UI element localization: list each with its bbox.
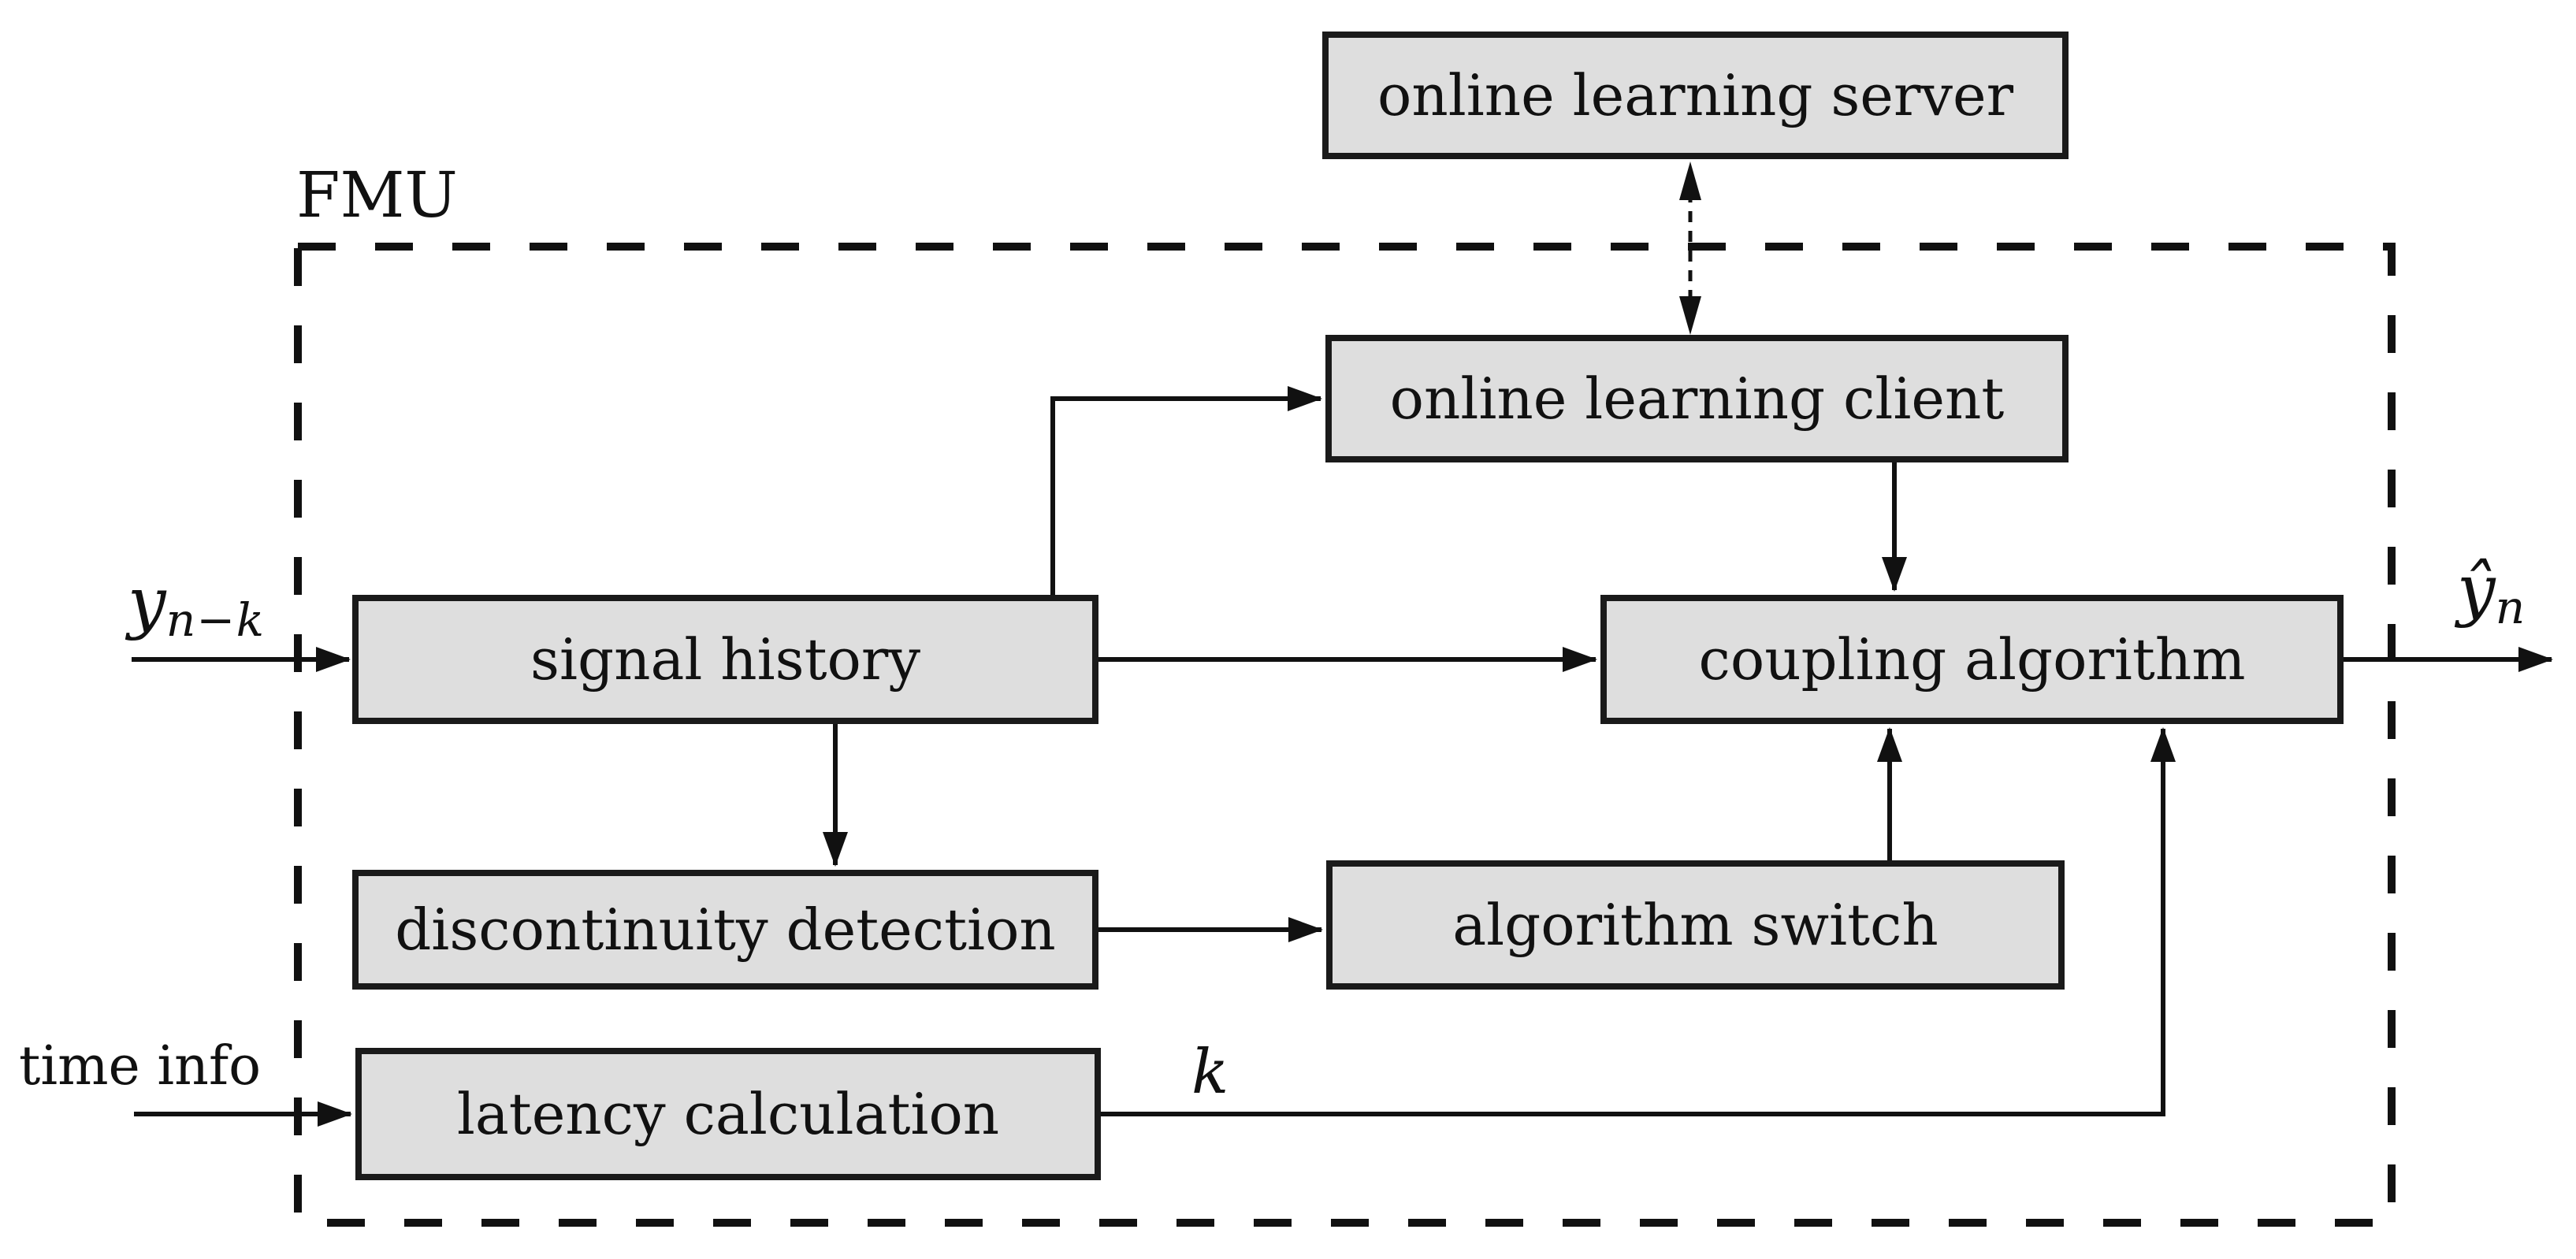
fmu-region-label: FMU [296,158,458,232]
box-algorithm-switch-label: algorithm switch [1452,892,1939,958]
box-latency-calculation: latency calculation [355,1048,1101,1180]
arrow-latency-k-to-coupling [1101,727,2176,1116]
box-latency-calculation-label: latency calculation [456,1081,1000,1147]
box-online-learning-server: online learning server [1322,32,2069,159]
fmu-dashed-boundary [294,243,2396,1227]
box-discontinuity-detection: discontinuity detection [352,870,1098,990]
output-signal-subscript: n [2495,580,2526,634]
input-signal-subscript: n−k [165,592,266,647]
box-online-learning-server-label: online learning server [1377,62,2014,128]
arrowhead-down-to-client [1679,296,1701,335]
box-coupling-algorithm: coupling algorithm [1600,595,2344,724]
box-online-learning-client: online learning client [1325,335,2069,462]
input-signal-label: yn−k [128,569,265,643]
box-discontinuity-detection-label: discontinuity detection [395,897,1056,963]
box-signal-history-label: signal history [530,626,920,693]
box-coupling-algorithm-label: coupling algorithm [1698,626,2246,693]
box-algorithm-switch: algorithm switch [1326,860,2065,990]
arrow-signal-history-to-client [1050,386,1322,595]
latency-k-label: k [1191,1037,1229,1108]
arrowhead-up-to-server [1679,162,1701,200]
box-online-learning-client-label: online learning client [1389,366,2005,432]
input-signal-symbol: y [128,563,166,642]
output-signal-label: ŷn [2457,556,2526,630]
output-signal-symbol: ŷ [2457,551,2496,630]
time-info-label: time info [19,1035,262,1097]
box-signal-history: signal history [352,595,1098,724]
